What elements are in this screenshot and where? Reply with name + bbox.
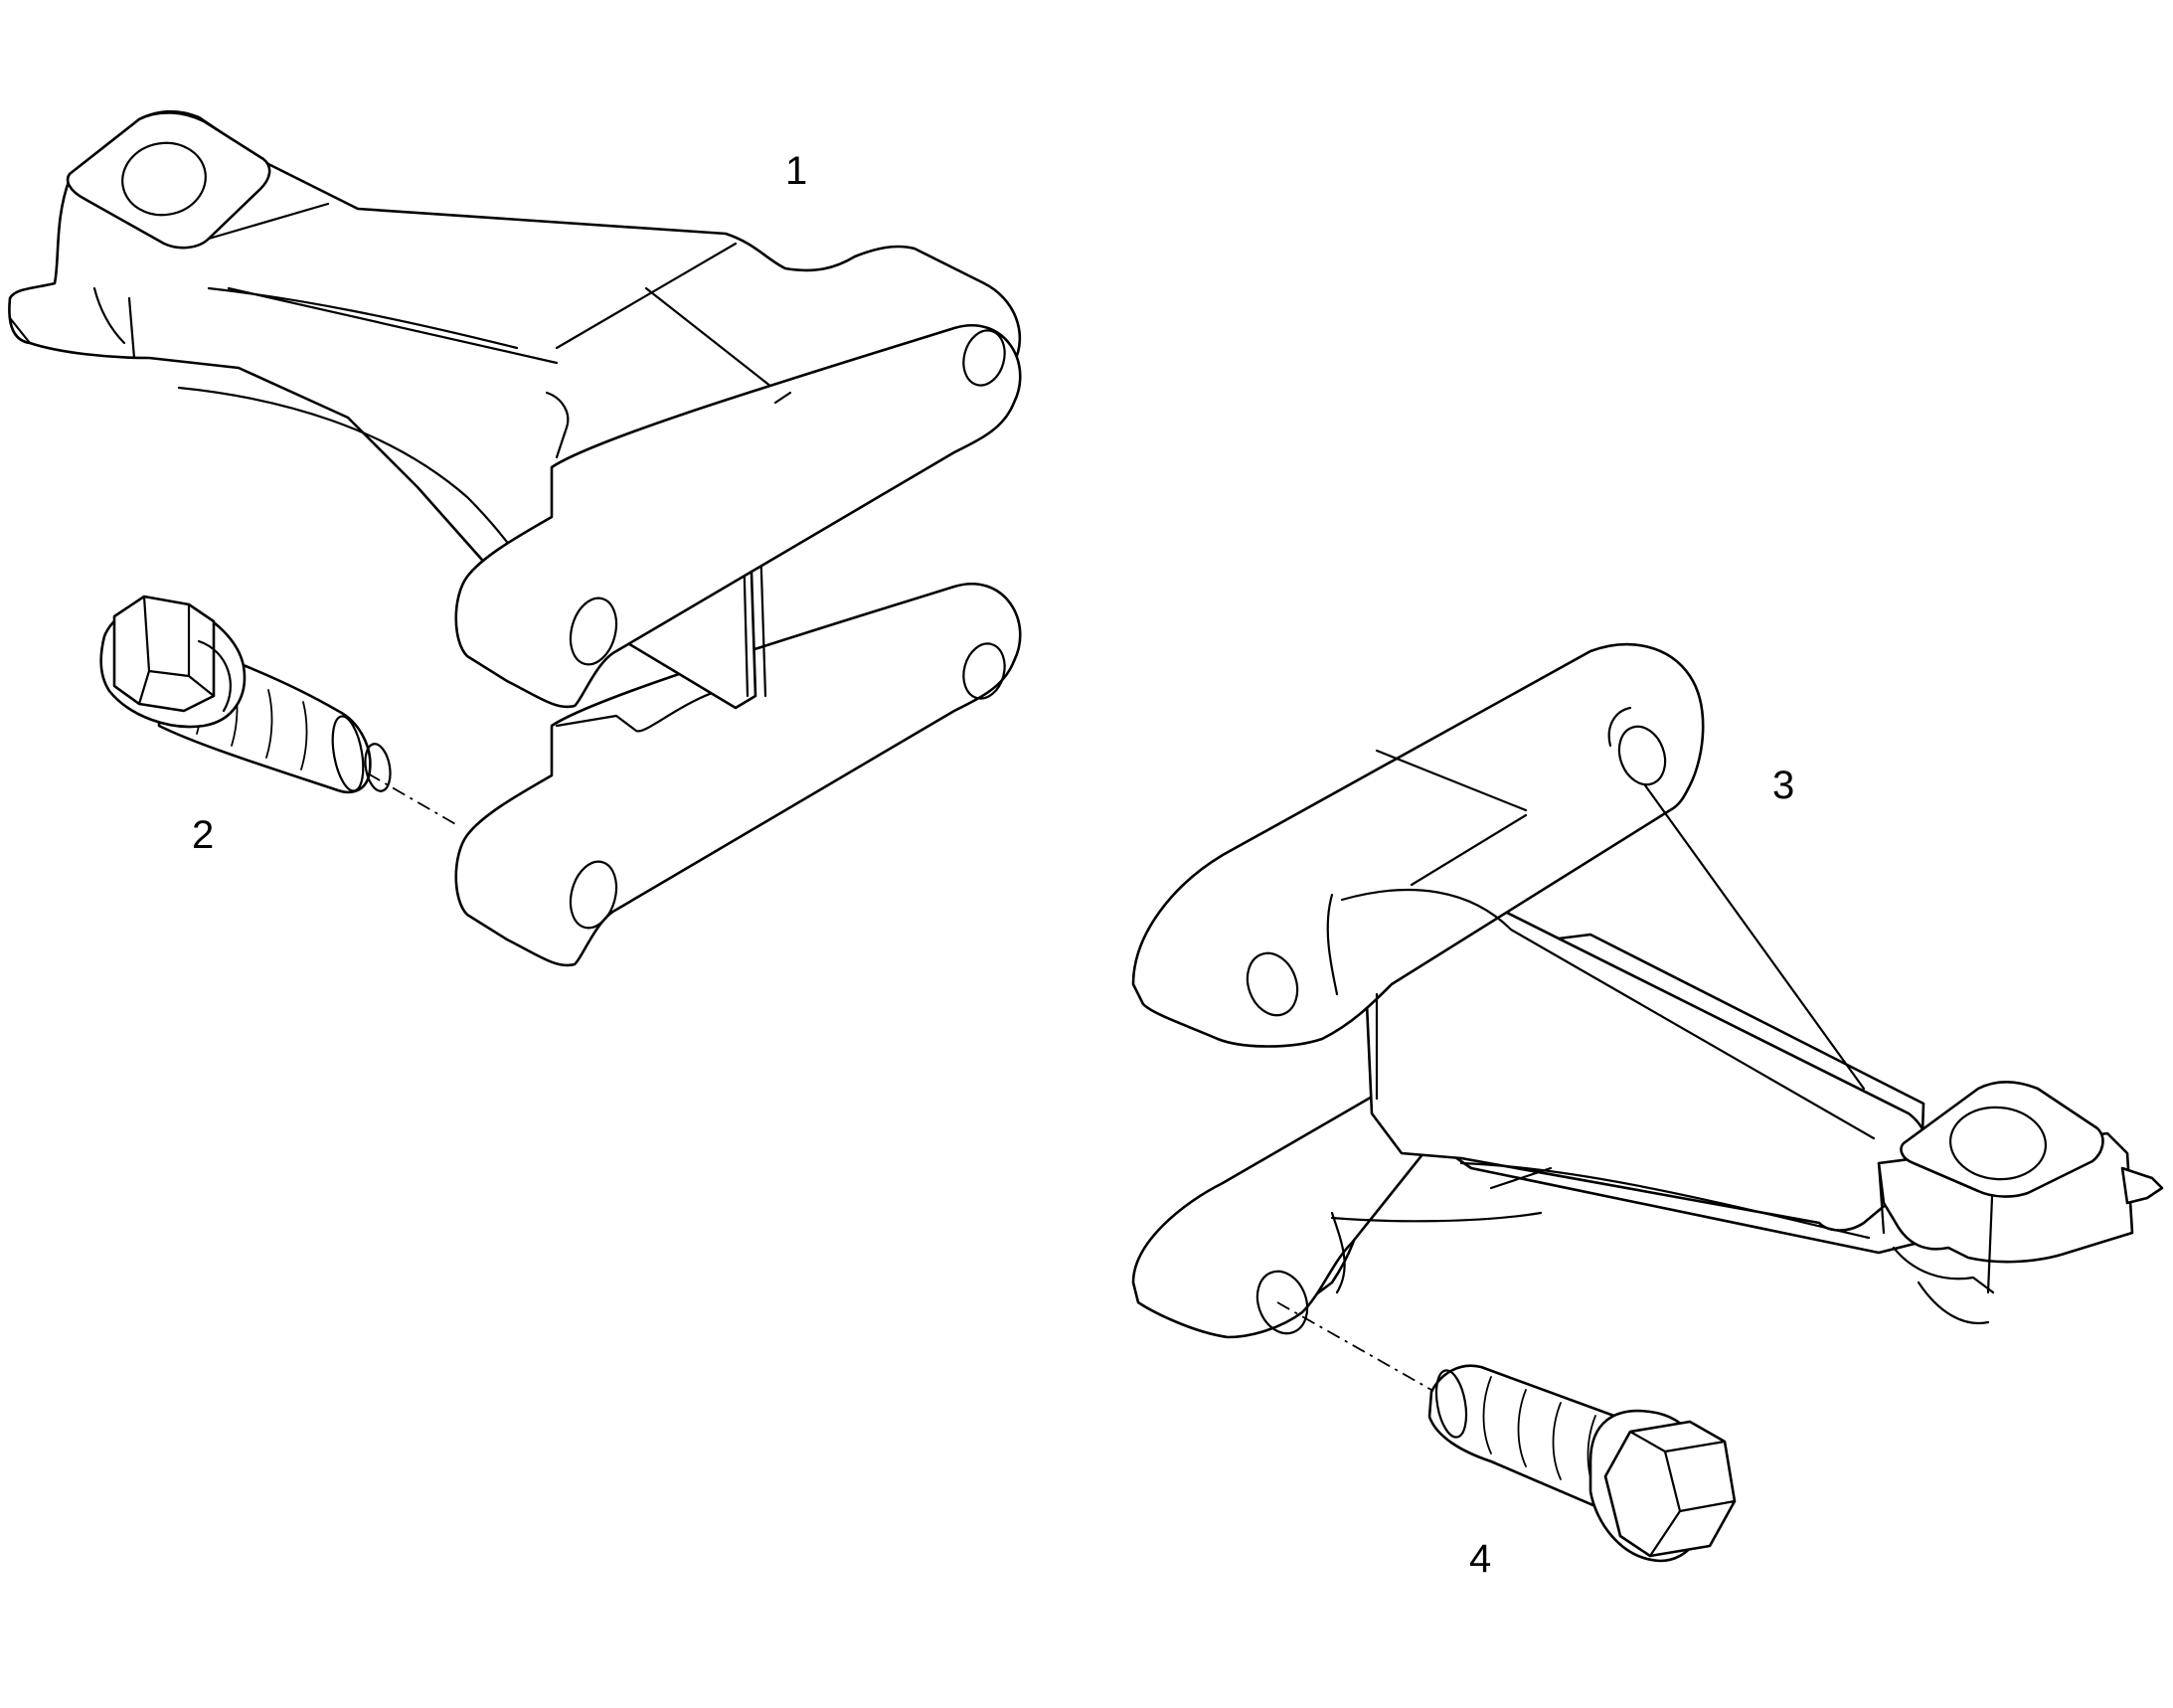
callout-1: 1 — [785, 149, 808, 193]
callout-3: 3 — [1772, 764, 1795, 807]
bolt-part-2[interactable] — [99, 595, 394, 794]
bolt-part-4[interactable] — [1427, 1364, 1737, 1563]
callout-4: 4 — [1469, 1537, 1492, 1581]
leader-bolt-4 — [1276, 1301, 1432, 1391]
callout-2: 2 — [192, 813, 215, 857]
bracket-part-1[interactable] — [8, 109, 1022, 967]
bracket-part-3[interactable] — [1131, 642, 2164, 1340]
leader-bolt-2 — [367, 772, 458, 826]
